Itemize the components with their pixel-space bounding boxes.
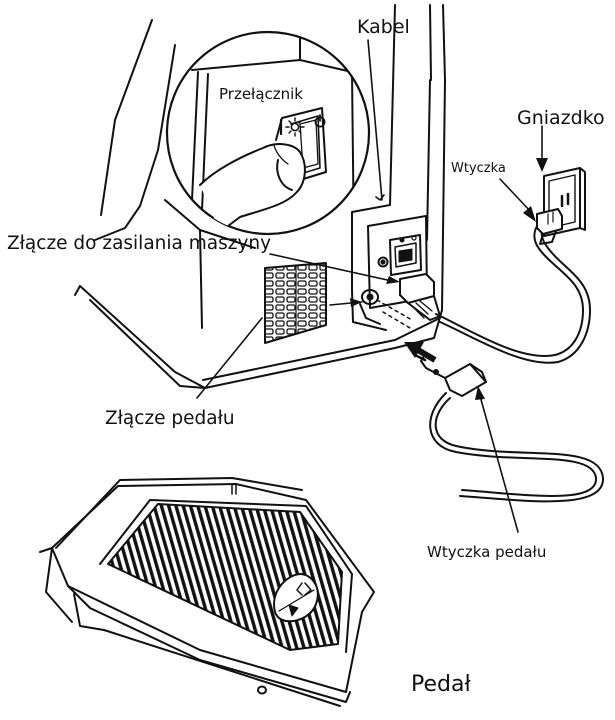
power-cable — [435, 221, 591, 364]
pedal-cable — [429, 392, 605, 503]
sewing-machine-body — [74, 4, 446, 389]
wall-plug — [536, 208, 563, 245]
power-switch-zoom-circle — [165, 30, 371, 236]
pedal-plug-label: Wtyczka pedału — [427, 543, 547, 561]
leader-arrowheads — [350, 158, 548, 400]
machine-power-plug — [399, 273, 441, 321]
foot-pedal-label: Pedał — [411, 672, 471, 697]
power-connector-panel — [367, 215, 428, 309]
foot-pedal — [39, 477, 375, 707]
scissors-icon — [273, 573, 319, 623]
insertion-arrow — [376, 299, 437, 363]
pedal-plug — [415, 354, 487, 397]
wall-plug-label: Wtyczka — [451, 161, 506, 176]
foot-controller-socket — [359, 289, 381, 325]
machine-power-connector-label: Złącze do zasilania maszyny — [7, 233, 272, 254]
cable-label: Kabel — [357, 16, 410, 38]
foot-controller-socket-label: Złącze pedału — [105, 408, 235, 429]
power-off-icon — [314, 114, 326, 128]
vent-grille — [264, 262, 327, 344]
switch-label: Przełącznik — [219, 85, 303, 103]
wall-outlet-label: Gniazdko — [517, 107, 605, 129]
sun-icon — [279, 117, 305, 137]
